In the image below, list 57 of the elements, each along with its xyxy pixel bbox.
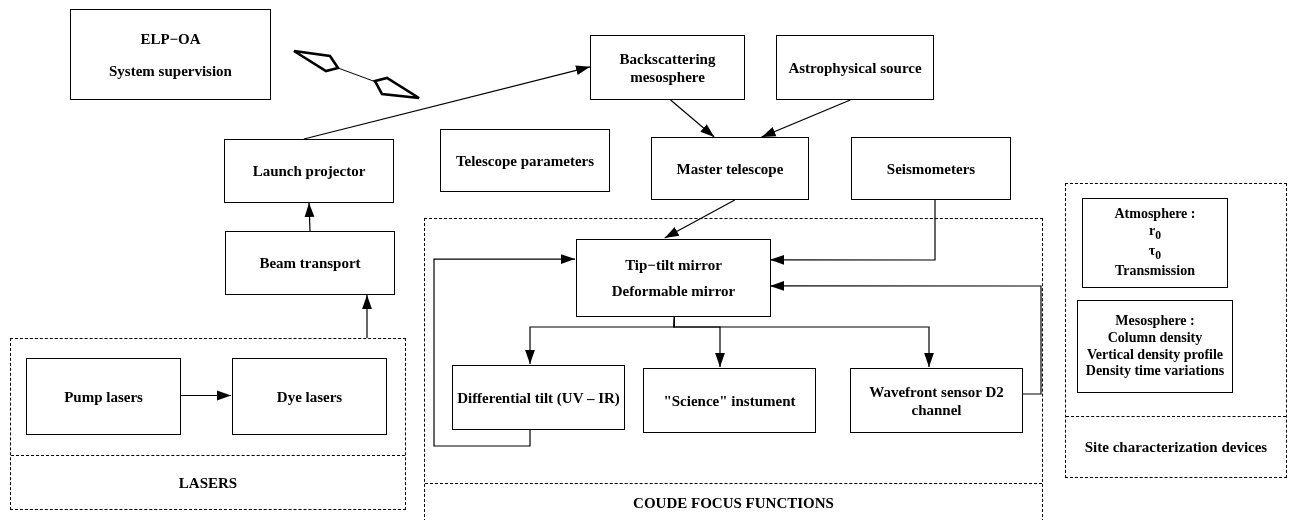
box-label: Seismometers — [886, 159, 976, 178]
process-box — [70, 9, 271, 100]
box-label: ELP−OA — [140, 29, 201, 48]
process-box — [26, 358, 181, 435]
process-box — [776, 35, 934, 100]
process-box — [1077, 300, 1233, 393]
box-label: Beam transport — [259, 254, 361, 272]
process-box — [1082, 198, 1228, 288]
process-box — [851, 137, 1011, 200]
box-label: Tip−tilt mirror — [625, 256, 722, 274]
box-label: Astrophysical source — [788, 58, 922, 77]
arrow — [761, 99, 851, 138]
box-label: Master telescope — [676, 159, 784, 178]
group-label: LASERS — [178, 473, 238, 492]
group-container — [1065, 183, 1287, 478]
arrow — [303, 65, 591, 140]
box-label: Differential tilt (UV – IR) — [457, 388, 620, 407]
process-box — [232, 358, 387, 435]
group-label: COUDE FOCUS FUNCTIONS — [633, 493, 834, 512]
box-label: Atmosphere : — [1114, 206, 1196, 224]
arrow — [179, 390, 232, 401]
box-label: Column density — [1107, 329, 1203, 347]
process-box — [225, 231, 395, 295]
box-label: r$_{0}$ — [1148, 223, 1161, 243]
arrow — [670, 99, 715, 138]
box-label: Dye lasers — [276, 387, 343, 406]
process-box — [452, 365, 625, 430]
arrow — [664, 199, 736, 239]
process-box — [440, 129, 610, 192]
process-box — [850, 368, 1023, 433]
box-label: Launch projector — [252, 162, 366, 180]
arrow — [769, 281, 1042, 395]
group-container — [424, 218, 1043, 520]
group-container — [10, 338, 406, 510]
box-label: Pump lasers — [64, 387, 143, 406]
arrow — [769, 199, 936, 265]
arrow — [304, 202, 315, 232]
group-label: Site characterization devices — [1084, 438, 1268, 456]
process-box — [590, 35, 745, 100]
process-box — [643, 368, 816, 433]
process-box — [651, 137, 809, 200]
box-label: Deformable mirror — [611, 282, 736, 300]
box-label: Transmission — [1115, 262, 1195, 280]
box-label: τ$_{0}$ — [1148, 243, 1162, 263]
box-label: Vertical density profile — [1086, 346, 1224, 364]
box-label: System supervision — [109, 61, 232, 80]
arrow — [362, 294, 372, 339]
process-box — [224, 139, 394, 203]
box-label: "Science" instument — [663, 391, 796, 410]
box-label: Telescope parameters — [455, 151, 595, 170]
arrow — [673, 315, 934, 368]
box-label: Backscattering mesosphere — [618, 49, 717, 86]
box-label: Density time variations — [1085, 363, 1225, 381]
box-label: Mesosphere : — [1115, 312, 1195, 330]
box-label: Wavefront sensor D2 channel — [868, 382, 1005, 419]
process-box — [576, 239, 771, 317]
arrow — [433, 254, 576, 447]
